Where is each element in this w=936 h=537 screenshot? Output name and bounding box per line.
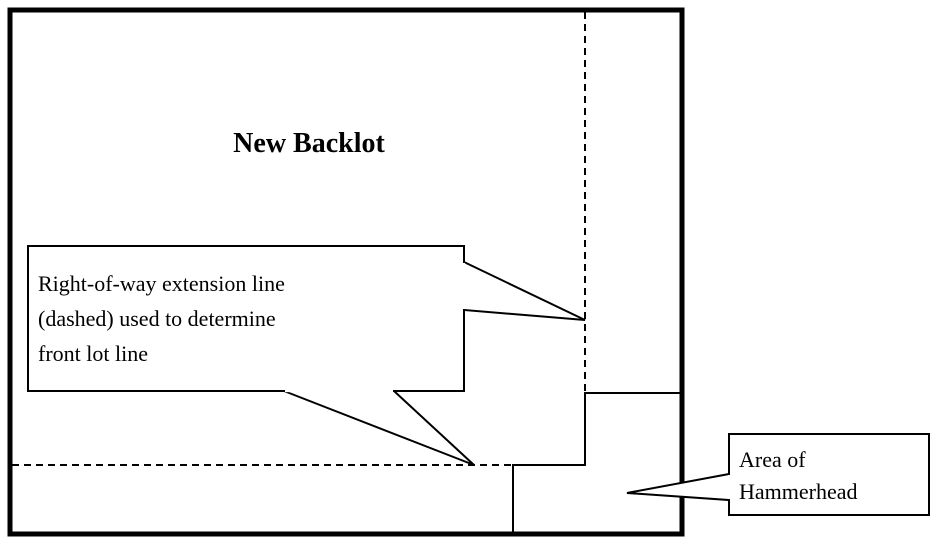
extension-callout-text: Right-of-way extension line (dashed) use… [38, 271, 290, 366]
extension-callout-pointer-lower [283, 390, 475, 466]
hammerhead-callout-box [728, 433, 930, 516]
diagram-title: New Backlot [233, 128, 385, 159]
hammerhead-callout-text: Area of Hammerhead [739, 447, 858, 504]
extension-callout-line-2: (dashed) used to determine [38, 306, 276, 331]
hammerhead-callout-pointer [626, 472, 730, 502]
extension-callout-line-1: Right-of-way extension line [38, 271, 285, 296]
hammerhead-callout-line-2: Hammerhead [739, 479, 858, 504]
parcel-boundary [7, 7, 685, 537]
extension-callout-box [27, 245, 465, 392]
extension-callout-pointer-upper [463, 260, 586, 321]
extension-callout-line-3: front lot line [38, 341, 148, 366]
hammerhead-boundary [512, 392, 682, 532]
hammerhead-callout-line-1: Area of [739, 447, 806, 472]
